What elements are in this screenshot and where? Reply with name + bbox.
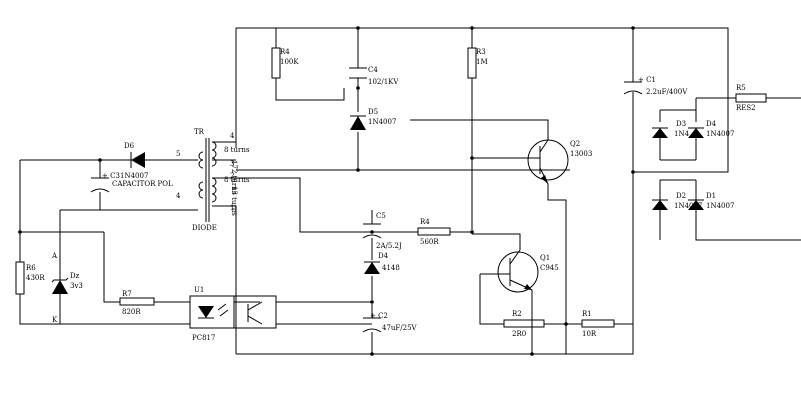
- bridge-diode-d4: [688, 127, 704, 160]
- zener-diode-dz: [51, 277, 69, 294]
- transformer-label: DIODE: [192, 224, 217, 232]
- pin-2-label: 2: [230, 172, 234, 180]
- c4-ref: C4: [368, 66, 378, 74]
- q2-transistor: [527, 139, 569, 185]
- q1-value: C945: [540, 264, 559, 272]
- r4-top-resistor: [271, 47, 281, 79]
- d5-ref: D5: [368, 108, 378, 116]
- junction-dots: [18, 26, 635, 356]
- d4-mid-diode: [364, 261, 380, 274]
- r2-resistor: [503, 319, 545, 328]
- d5-diode: [350, 115, 366, 130]
- d4-bridge-ref: D4: [706, 120, 717, 128]
- r2-ref: R2: [512, 310, 522, 318]
- r5-ref: R5: [736, 84, 746, 92]
- d6-ref: D6: [124, 142, 135, 150]
- r7-ref: R7: [122, 290, 132, 298]
- c3-ref: + C3: [102, 172, 120, 180]
- r4-top-ref: R4: [280, 48, 290, 56]
- r5-value: RES2: [736, 104, 756, 112]
- c4-capacitor: [349, 67, 367, 79]
- q1-transistor: [472, 233, 539, 293]
- pin-3-label: 3: [230, 160, 234, 168]
- r6-ref: R6: [26, 264, 36, 272]
- bridge-diode-d1: [688, 199, 704, 210]
- r1-value: 10R: [582, 330, 597, 338]
- c2-value: 47uF/25V: [382, 324, 418, 332]
- r4-mid-ref: R4: [420, 218, 430, 226]
- d1-ref: D1: [706, 192, 716, 200]
- r7-value: 820R: [122, 308, 141, 316]
- r5-resistor: [735, 93, 767, 103]
- dz-value: 3v3: [70, 282, 83, 290]
- pin-4-label: 4: [230, 132, 235, 140]
- c3-value: CAPACITOR POL: [112, 180, 173, 188]
- pin-1-label: 1: [230, 204, 234, 212]
- d3-value: 1N4: [674, 130, 690, 138]
- winding-b-label: 8 turns: [224, 176, 250, 184]
- d6-diode: [130, 152, 145, 168]
- optocoupler-u1: [189, 295, 277, 329]
- q1-ref: Q1: [540, 254, 550, 262]
- r6-resistor: [15, 261, 25, 295]
- r4-mid-value: 560R: [420, 238, 439, 246]
- q2-ref: Q2: [570, 140, 580, 148]
- r3-value: 1M: [476, 58, 488, 66]
- c5-value: 2A/5.2J: [376, 242, 402, 250]
- winding-a-label: 8 turns: [224, 146, 250, 154]
- c3-capacitor: [90, 177, 110, 193]
- q2-value: 13003: [570, 150, 592, 158]
- d4-bridge-value: 1N4007: [706, 130, 734, 138]
- c5-ref: C5: [376, 212, 386, 220]
- c5-capacitor: [362, 223, 382, 239]
- c1-ref: + C1: [638, 76, 656, 84]
- r6-value: 430R: [26, 274, 45, 282]
- d6-value: 1N4007: [120, 172, 148, 180]
- winding-upper-label: 172 turns: [230, 160, 238, 195]
- c1-capacitor: [623, 81, 643, 95]
- r1-resistor: [581, 319, 615, 328]
- c2-ref: + C2: [370, 312, 388, 320]
- d4-mid-value: 4148: [382, 264, 400, 272]
- r3-resistor: [467, 47, 477, 79]
- pin-4b-label: 4: [176, 192, 181, 200]
- u1-ref: U1: [194, 286, 204, 294]
- d1-value: 1N4007: [706, 202, 734, 210]
- d3-ref: D3: [676, 120, 686, 128]
- dz-ref: Dz: [70, 272, 80, 280]
- c1-value: 2.2uF/400V: [646, 88, 688, 96]
- transformer-tr: [198, 138, 237, 222]
- bridge-diode-d3: [652, 127, 668, 160]
- d5-value: 1N4007: [368, 118, 396, 126]
- anode-marker: A: [51, 252, 58, 260]
- winding-lower-label: 13 turns: [230, 186, 238, 216]
- d4-mid-ref: D4: [378, 252, 389, 260]
- labels: R4 100K C4 102/1KV D5 1N4007 R3 1M + C1 …: [26, 48, 756, 342]
- r3-ref: R3: [476, 48, 486, 56]
- c2-capacitor: [362, 317, 382, 333]
- bridge-diode-d2: [652, 199, 668, 210]
- d2-value: 1N4007: [674, 202, 702, 210]
- r1-ref: R1: [582, 310, 592, 318]
- r7-resistor: [119, 297, 155, 306]
- r2-value: 2R0: [512, 330, 526, 338]
- r4-top-value: 100K: [280, 58, 299, 66]
- d2-ref: D2: [676, 192, 686, 200]
- cathode-marker: K: [52, 316, 58, 324]
- u1-value: PC817: [192, 334, 215, 342]
- r4-mid-resistor: [417, 227, 451, 236]
- tr-ref: TR: [194, 128, 205, 136]
- c4-value: 102/1KV: [368, 78, 399, 86]
- pin-5-label: 5: [176, 150, 180, 158]
